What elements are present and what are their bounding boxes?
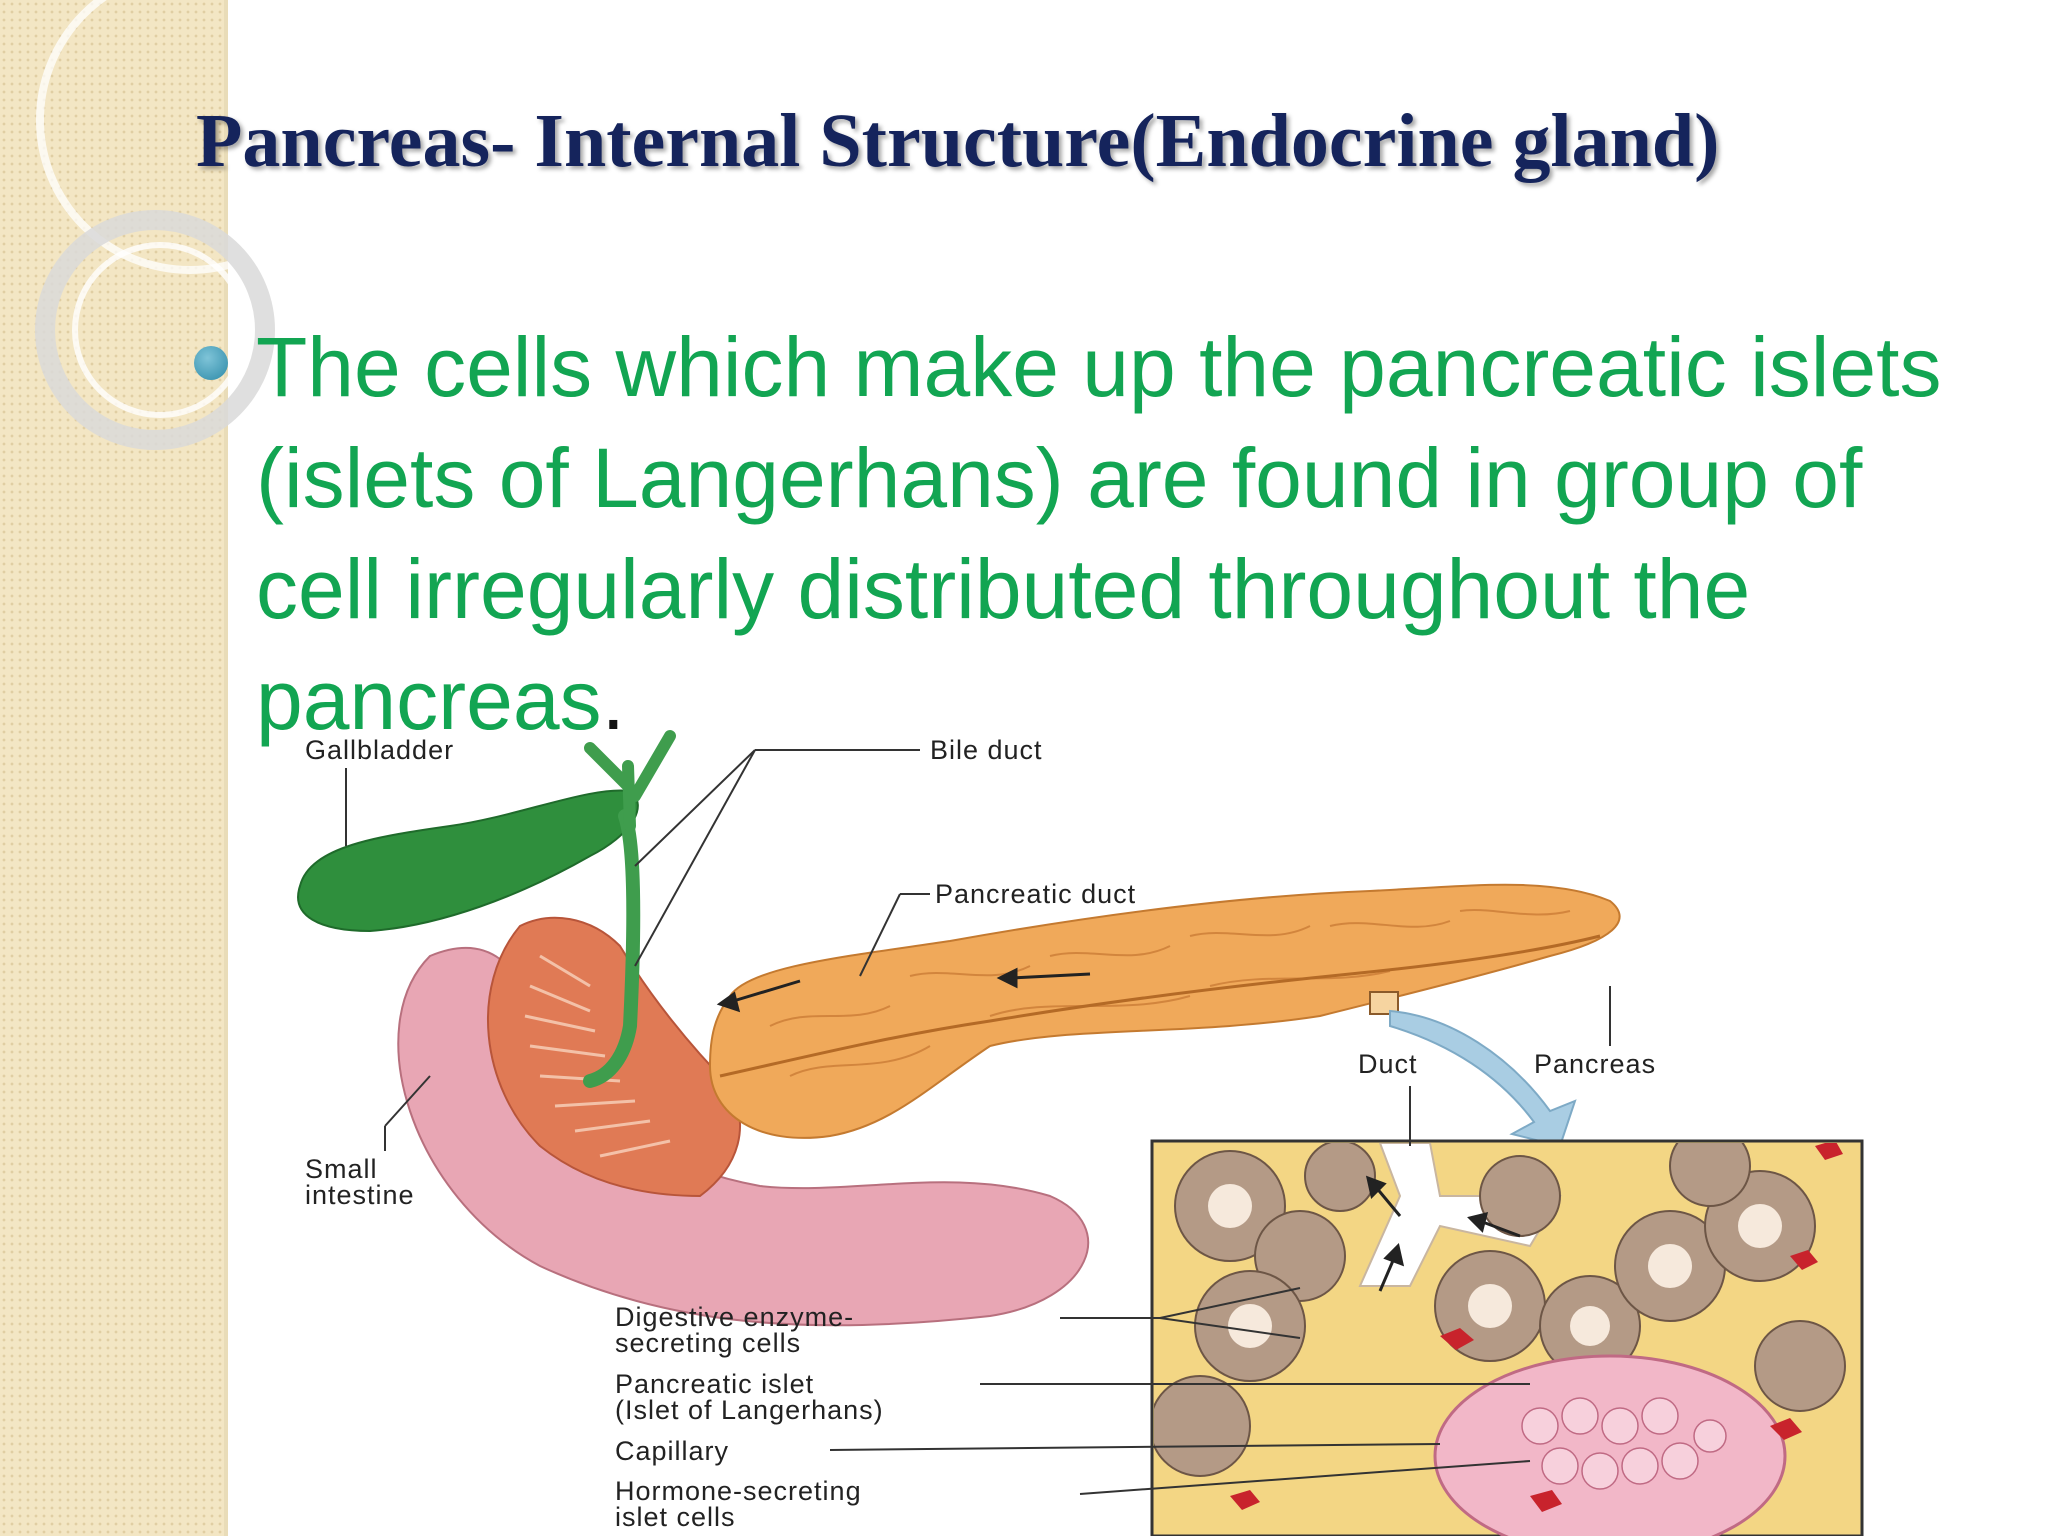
inset-tissue [1150, 1139, 1864, 1536]
label-duct: Duct [1358, 1049, 1418, 1079]
label-digestive-line2: secreting cells [615, 1328, 801, 1358]
bile-duct-branches [584, 730, 676, 832]
bullet-line-1: The cells which make up the pancreatic i… [256, 320, 1942, 414]
label-bile-duct: Bile duct [930, 735, 1043, 765]
inset-duct-lumen [1358, 1143, 1562, 1287]
pancreas-arrows [716, 967, 1091, 1013]
gallbladder [297, 789, 639, 933]
pancreatic-islet-cells [1433, 1354, 1787, 1536]
label-gallbladder: Gallbladder [305, 735, 454, 765]
inset-arrows [1365, 1175, 1521, 1292]
deco-ring-medium [35, 210, 275, 450]
acini-centers [1208, 1184, 1782, 1348]
islet-cell-pattern [1521, 1397, 1727, 1490]
islet-marker [1369, 991, 1399, 1015]
label-pancreas: Pancreas [1534, 1049, 1656, 1079]
pancreas-body [708, 883, 1621, 1139]
bullet-line-3: cell irregularly distributed throughout … [256, 542, 1751, 636]
label-small-intestine-line1: Small [305, 1154, 378, 1184]
bile-duct [583, 809, 641, 1088]
capillaries [1230, 1143, 1843, 1512]
label-hormone-line2: islet cells [615, 1502, 736, 1532]
label-capillary: Capillary [615, 1436, 729, 1466]
bullet-text: The cells which make up the pancreatic i… [256, 312, 2048, 756]
label-digestive-line1: Digestive enzyme- [615, 1302, 854, 1332]
bullet-line-4: pancreas [256, 653, 602, 747]
deco-ring-large [36, 0, 300, 274]
sidebar-edge [224, 0, 228, 1536]
slide-title: Pancreas- Internal Structure(Endocrine g… [196, 99, 1720, 183]
label-hormone-line1: Hormone-secreting [615, 1476, 862, 1506]
label-islet-line1: Pancreatic islet [615, 1369, 814, 1399]
bullet-period: . [601, 653, 625, 747]
acini-cells [1154, 1143, 1846, 1477]
pancreas-diagram: Gallbladder Bile duct Pancreatic duct Du… [297, 730, 1864, 1536]
label-pancreatic-duct: Pancreatic duct [935, 879, 1136, 909]
bullet-icon [194, 346, 228, 380]
leader-lines [345, 749, 1611, 1495]
label-small-intestine-line2: intestine [305, 1180, 415, 1210]
deco-ring-small [72, 242, 248, 418]
label-islet-line2: (Islet of Langerhans) [615, 1395, 884, 1425]
decorative-rings [35, 0, 300, 450]
bullet-line-2: (islets of Langerhans) are found in grou… [256, 431, 1863, 525]
pancreatic-duct-line [719, 934, 1601, 1078]
